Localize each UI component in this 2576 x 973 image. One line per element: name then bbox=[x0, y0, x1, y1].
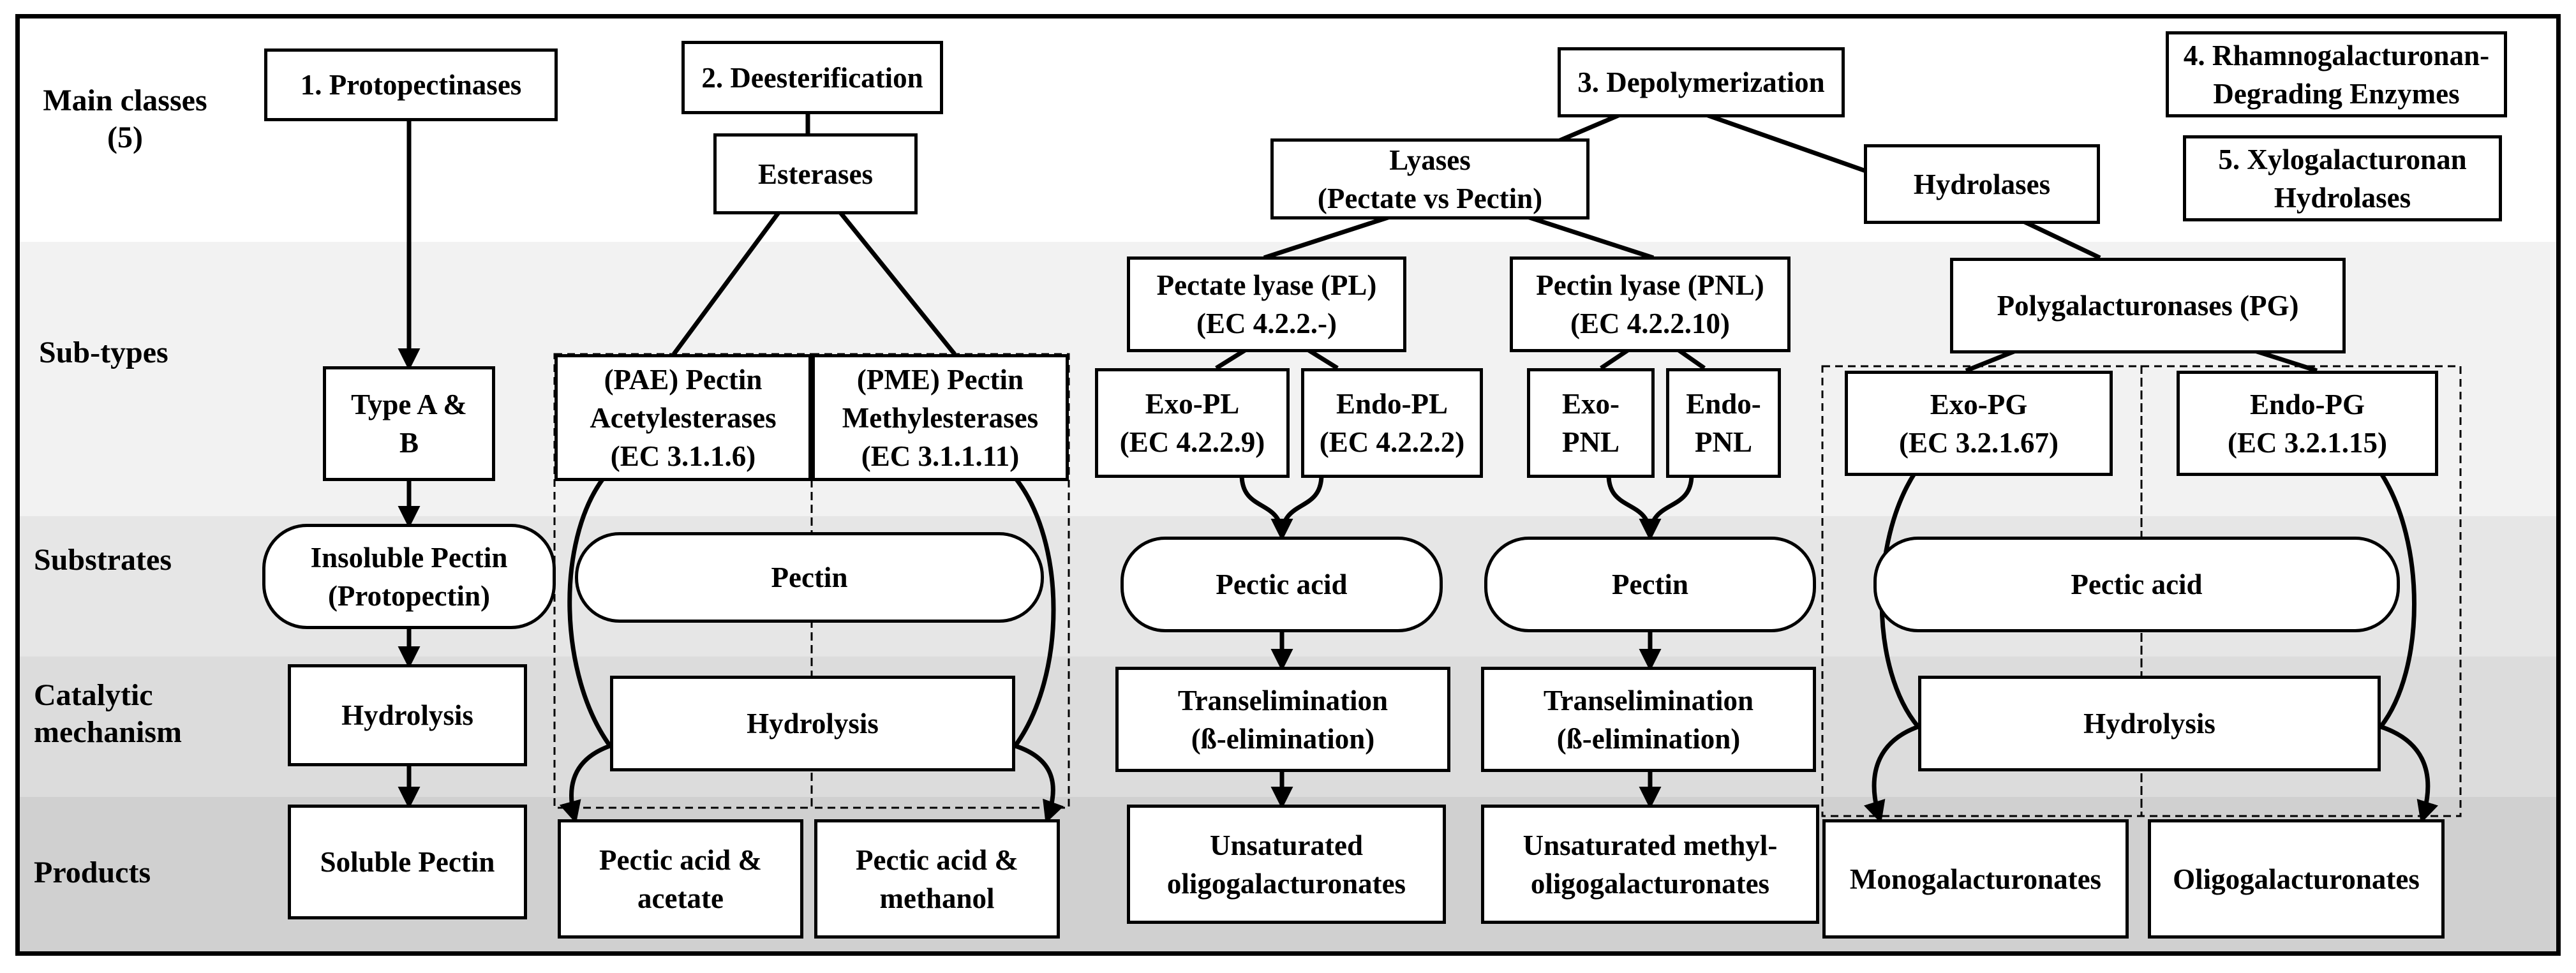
arrow-to-pectic-methanol bbox=[1014, 743, 1064, 824]
subtype-exo-pl: Exo-PL (EC 4.2.2.9) bbox=[1095, 368, 1290, 478]
arrow-to-pectic-acetate bbox=[559, 743, 611, 824]
mechanism-hydrolysis-pg: Hydrolysis bbox=[1918, 676, 2381, 771]
subtype-type-ab: Type A & B bbox=[323, 366, 495, 481]
line-pnl-endopnl bbox=[1677, 348, 1706, 370]
diagram-frame: Main classes (5) Sub-types Substrates Ca… bbox=[15, 14, 2561, 956]
subtype-endo-pl: Endo-PL (EC 4.2.2.2) bbox=[1301, 368, 1483, 478]
product-monogalacturonates: Monogalacturonates bbox=[1822, 819, 2129, 939]
line-pg-endopg bbox=[2252, 348, 2318, 373]
product-soluble-pectin: Soluble Pectin bbox=[288, 805, 527, 919]
mechanism-transelimination-pnl: Transelimination (ß-elimination) bbox=[1481, 667, 1816, 772]
substrate-pectin-esterases: Pectin bbox=[575, 532, 1044, 623]
product-oligogalacturonates: Oligogalacturonates bbox=[2148, 819, 2445, 939]
line-lyases-pl bbox=[1263, 214, 1393, 260]
main-class-xylogalacturonan: 5. Xylogalacturonan Hydrolases bbox=[2183, 135, 2502, 221]
mechanism-hydrolysis-proto: Hydrolysis bbox=[288, 664, 527, 766]
mechanism-transelimination-pl: Transelimination (ß-elimination) bbox=[1115, 667, 1450, 772]
main-class-protopectinases: 1. Protopectinases bbox=[264, 48, 558, 121]
product-pectic-acid-methanol: Pectic acid & methanol bbox=[814, 819, 1060, 939]
line-pg-exopg bbox=[1965, 348, 2018, 373]
row-label-catalytic: Catalytic mechanism bbox=[34, 678, 182, 749]
product-unsaturated-oligogalacturonates: Unsaturated oligogalacturonates bbox=[1127, 805, 1446, 924]
subtype-endo-pnl: Endo- PNL bbox=[1666, 368, 1781, 478]
arrow-to-monogalacturonates bbox=[1863, 724, 1919, 824]
curve-pme-right bbox=[1013, 476, 1056, 748]
line-pnl-exopnl bbox=[1600, 348, 1629, 370]
group-hydrolases: Hydrolases bbox=[1864, 144, 2100, 224]
subtype-endo-pg: Endo-PG (EC 3.2.1.15) bbox=[2177, 371, 2438, 476]
substrate-pectin-pnl: Pectin bbox=[1484, 537, 1816, 632]
mechanism-hydrolysis-esterases: Hydrolysis bbox=[610, 676, 1015, 771]
line-depolymerization-hydrolases bbox=[1703, 112, 1891, 182]
line-endopl-merge bbox=[1279, 474, 1324, 537]
subtype-pectin-lyase: Pectin lyase (PNL) (EC 4.2.2.10) bbox=[1510, 256, 1791, 352]
group-lyases: Lyases (Pectate vs Pectin) bbox=[1270, 138, 1590, 219]
group-esterases: Esterases bbox=[713, 133, 918, 214]
row-label-sub-types: Sub-types bbox=[39, 336, 168, 369]
line-hydrolases-pg bbox=[2022, 219, 2101, 260]
subtype-exo-pg: Exo-PG (EC 3.2.1.67) bbox=[1845, 371, 2113, 476]
subtype-polygalacturonases: Polygalacturonases (PG) bbox=[1950, 258, 2346, 353]
main-class-rhamnogalacturonan: 4. Rhamnogalacturonan- Degrading Enzymes bbox=[2166, 31, 2507, 117]
line-lyases-pnl bbox=[1524, 214, 1655, 260]
subtype-pae: (PAE) Pectin Acetylesterases (EC 3.1.1.6… bbox=[555, 354, 812, 481]
line-esterases-pae bbox=[672, 210, 781, 356]
line-endopnl-merge bbox=[1648, 474, 1694, 537]
product-unsaturated-methyl-oligogalacturonates: Unsaturated methyl- oligogalacturonates bbox=[1481, 805, 1819, 924]
line-esterases-pme bbox=[838, 210, 957, 356]
arrow-exopl-merge bbox=[1239, 474, 1293, 541]
subtype-pectate-lyase: Pectate lyase (PL) (EC 4.2.2.-) bbox=[1127, 256, 1406, 352]
row-label-main-classes: Main classes (5) bbox=[43, 84, 207, 154]
main-class-deesterification: 2. Deesterification bbox=[681, 41, 943, 114]
curve-endopg-right bbox=[2379, 472, 2416, 729]
subtype-exo-pnl: Exo- PNL bbox=[1527, 368, 1655, 478]
line-pl-endopl bbox=[1307, 348, 1339, 370]
subtype-pme: (PME) Pectin Methylesterases (EC 3.1.1.1… bbox=[812, 354, 1069, 481]
main-class-depolymerization: 3. Depolymerization bbox=[1558, 47, 1845, 117]
substrate-pectic-acid-pg: Pectic acid bbox=[1873, 537, 2400, 632]
line-pl-exopl bbox=[1215, 348, 1246, 370]
row-label-substrates: Substrates bbox=[34, 543, 172, 577]
row-label-products: Products bbox=[34, 856, 151, 889]
substrate-pectic-acid-pl: Pectic acid bbox=[1120, 537, 1443, 632]
curve-pae-left bbox=[567, 476, 612, 748]
product-pectic-acid-acetate: Pectic acid & acetate bbox=[558, 819, 803, 939]
substrate-insoluble-pectin: Insoluble Pectin (Protopectin) bbox=[262, 524, 556, 629]
arrow-exopnl-merge bbox=[1606, 474, 1662, 541]
arrow-to-oligogalacturonates bbox=[2379, 724, 2439, 824]
